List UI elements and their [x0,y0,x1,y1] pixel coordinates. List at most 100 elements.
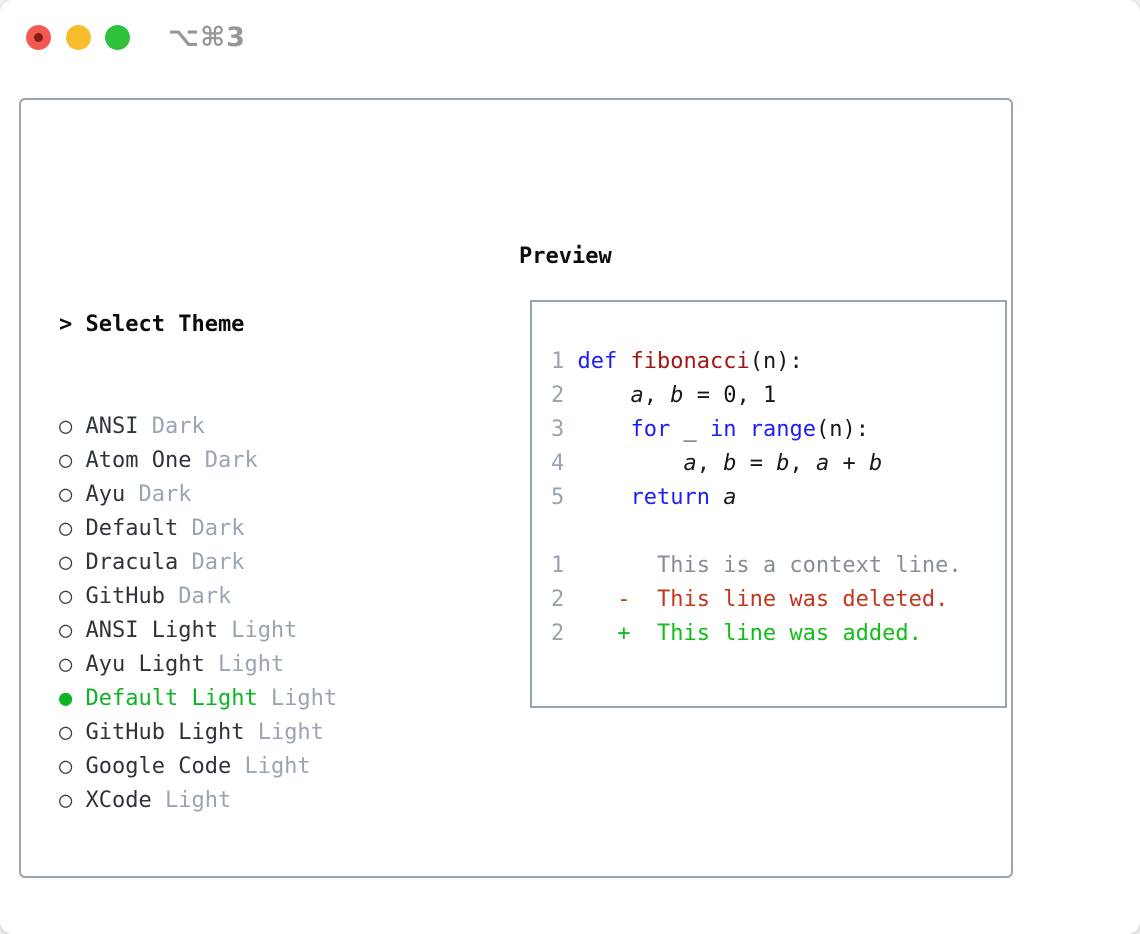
option-variant: Dark [138,414,205,439]
code-token-var: b [670,383,684,408]
option-variant: Light [244,720,324,745]
minimize-button[interactable] [66,25,91,50]
line-number: 5 [551,485,565,510]
code-line: 4 a, b = b, a + b [551,447,962,481]
theme-option[interactable]: ○ GitHub Light Light [59,716,430,750]
code-token-plain [564,349,577,374]
preview-header: Preview [519,244,612,269]
option-label: ANSI Light [85,618,218,643]
option-label: Default [85,516,179,541]
theme-picker-panel: > Select Theme ○ ANSI Dark○ Atom One Dar… [19,98,1013,878]
code-line: 2 a, b = 0, 1 [551,379,962,413]
code-token-var: b [868,451,883,476]
option-variant: Dark [191,448,258,473]
code-line: 1 This is a context line. [551,549,962,583]
code-token-plain: (n): [749,349,803,374]
code-token-var: a [630,383,644,408]
close-button[interactable] [26,25,51,50]
code-token-plain: (n): [815,417,869,442]
radio-unselected-icon: ○ [59,652,86,677]
radio-unselected-icon: ○ [59,618,86,643]
option-label: Default Light [85,686,258,711]
option-label: Ayu Light [85,652,205,677]
theme-option[interactable]: ○ Atom One Dark [59,444,430,478]
radio-unselected-icon: ○ [59,516,86,541]
radio-unselected-icon: ○ [59,584,86,609]
close-dot-icon [34,33,43,42]
option-label: GitHub [85,584,165,609]
code-line: 1 def fibonacci(n): [551,345,962,379]
code-token-plain [564,417,630,442]
code-token-del: - This line was deleted. [564,587,949,612]
option-label: Dracula [85,550,179,575]
zoom-button[interactable] [105,25,130,50]
line-number: 2 [551,383,565,408]
select-theme-header: > Select Theme [59,312,245,337]
line-number: 3 [551,417,565,442]
theme-option[interactable]: ● Default Light Light [59,682,430,716]
radio-unselected-icon: ○ [59,414,86,439]
code-token-kw: range [749,417,816,442]
code-token-ctx: This is a context line. [564,553,962,578]
code-token-plain: , [696,451,724,476]
option-variant: Dark [125,482,192,507]
radio-unselected-icon: ○ [59,788,86,813]
code-token-var: a [683,451,697,476]
radio-selected-icon: ● [59,686,86,711]
option-variant: Light [151,788,232,813]
code-token-plain: , [789,451,816,476]
theme-option[interactable]: ○ Dracula Dark [59,546,430,580]
theme-list: ○ ANSI Dark○ Atom One Dark○ Ayu Dark○ De… [59,410,430,818]
code-token-plain: + [829,451,869,476]
code-token-plain [564,451,683,476]
option-variant: Light [231,754,311,779]
code-line: 2 + This line was added. [551,617,962,651]
theme-option[interactable]: ○ GitHub Dark [59,580,430,614]
option-variant: Dark [178,516,245,541]
code-token-var: a [815,451,830,476]
radio-unselected-icon: ○ [59,482,86,507]
code-token-plain: _ [670,417,710,442]
code-token-fn: fibonacci [630,349,750,374]
option-label: Google Code [85,754,232,779]
option-label: Atom One [85,448,192,473]
code-token-kw: def [577,349,618,374]
code-token-kw: return [630,485,710,510]
option-label: XCode [85,788,152,813]
theme-option[interactable]: ○ Ayu Dark [59,478,430,512]
code-line [551,515,962,549]
code-line: 2 - This line was deleted. [551,583,962,617]
theme-option[interactable]: ○ Default Dark [59,512,430,546]
theme-option[interactable]: ○ ANSI Light Light [59,614,430,648]
code-token-var: a [723,485,737,510]
option-variant: Dark [178,550,245,575]
code-token-var: b [776,451,790,476]
left-panel: > Select Theme ○ ANSI Dark○ Atom One Dar… [59,240,430,934]
option-variant: Light [257,686,338,711]
radio-unselected-icon: ○ [59,754,86,779]
code-token-var: b [723,451,737,476]
option-variant: Light [204,652,285,677]
code-token-plain: , [643,383,671,408]
option-label: Ayu [85,482,126,507]
code-token-plain: = 0, 1 [683,383,777,408]
option-label: ANSI [85,414,139,439]
theme-option[interactable]: ○ Google Code Light [59,750,430,784]
code-token-plain [564,485,630,510]
theme-option[interactable]: ○ ANSI Dark [59,410,430,444]
spacer [59,886,430,920]
code-line: 3 for _ in range(n): [551,413,962,447]
theme-option[interactable]: ○ XCode Light [59,784,430,818]
code-token-kw: in [709,417,737,442]
code-token-add: + This line was added. [564,621,922,646]
code-token-plain [710,485,723,510]
option-variant: Dark [164,584,232,609]
option-label: GitHub Light [85,720,245,745]
line-number: 1 [551,553,565,578]
radio-unselected-icon: ○ [59,448,86,473]
theme-option[interactable]: ○ Ayu Light Light [59,648,430,682]
code-line: 5 return a [551,481,962,515]
line-number: 1 [551,349,565,374]
